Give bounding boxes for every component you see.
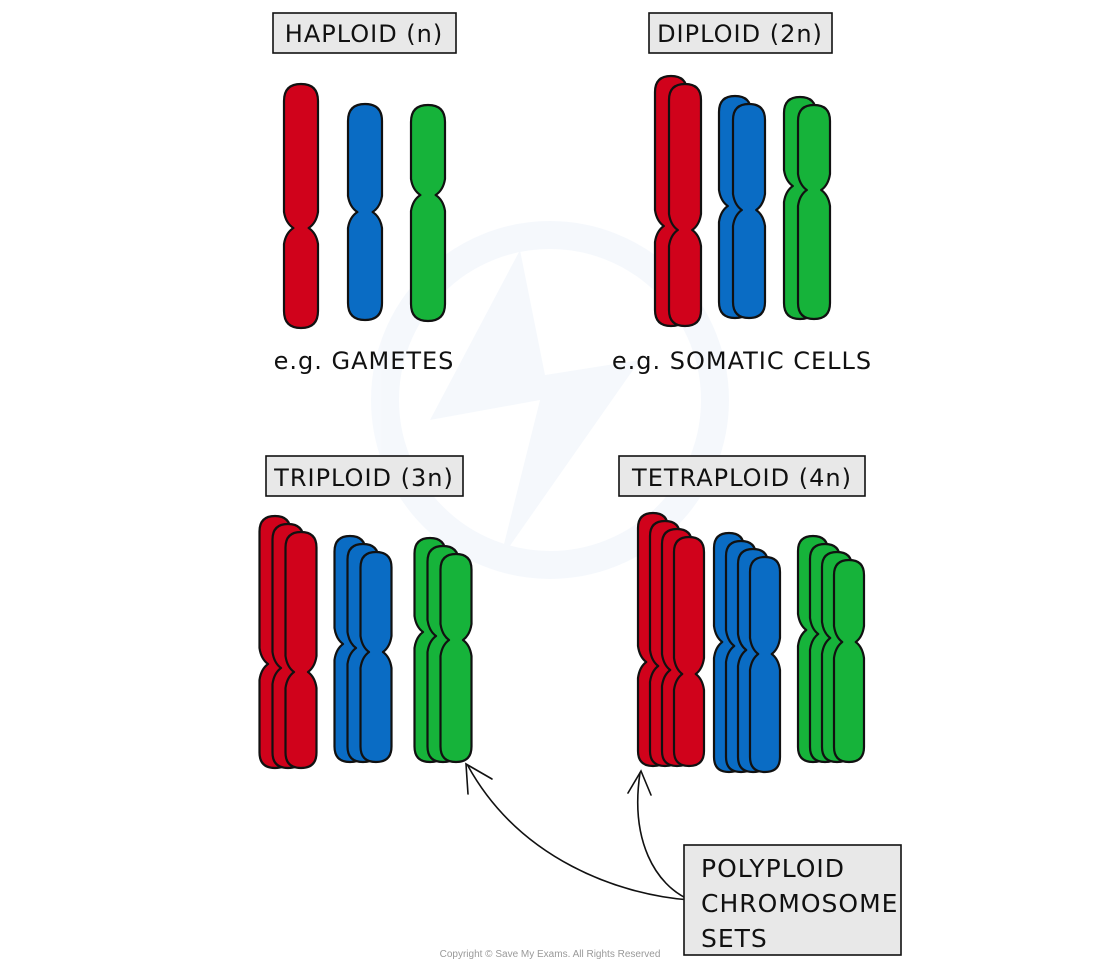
polyploid-label-box	[683, 844, 902, 956]
diploid-example: e.g. SOMATIC CELLS	[612, 347, 872, 375]
diploid-chromosome-blue-2	[731, 102, 767, 320]
diploid-title: DIPLOID (2n)	[657, 20, 823, 48]
haploid-example: e.g. GAMETES	[274, 347, 455, 375]
haploid-chromosome-blue-1	[346, 102, 384, 322]
tetraploid-chromosome-blue-4	[748, 555, 782, 774]
tetraploid-chromosome-green-4	[832, 558, 866, 764]
arrowhead-tetraploid	[627, 769, 652, 796]
haploid-title: HAPLOID (n)	[285, 20, 443, 48]
haploid-chromosome-set	[282, 82, 447, 330]
pointer-arrows	[465, 762, 694, 904]
haploid-chromosome-green-1	[409, 103, 447, 323]
copyright-text: Copyright © Save My Exams. All Rights Re…	[440, 949, 661, 960]
polyploid-label: POLYPLOID CHROMOSOME SETS	[683, 844, 902, 956]
diploid-panel: DIPLOID (2n) e.g. SOMATIC CELLS	[612, 12, 872, 375]
triploid-chromosome-red-3	[284, 530, 318, 770]
triploid-title-box	[265, 455, 464, 497]
triploid-chromosome-blue-3	[359, 550, 393, 764]
tetraploid-chromosome-red-4	[672, 535, 706, 768]
polyploid-line-3: SETS	[701, 924, 768, 953]
triploid-chromosome-set	[258, 514, 473, 770]
polyploid-line-1: POLYPLOID	[701, 854, 845, 883]
diploid-chromosome-set	[653, 74, 832, 328]
tetraploid-panel: TETRAPLOID (4n)	[618, 455, 866, 774]
haploid-panel: HAPLOID (n) e.g. GAMETES	[272, 12, 457, 375]
triploid-title: TRIPLOID (3n)	[273, 464, 454, 492]
diploid-title-box	[648, 12, 833, 54]
tetraploid-chromosome-set	[636, 511, 866, 774]
haploid-chromosome-red-1	[282, 82, 320, 330]
diploid-chromosome-red-2	[667, 82, 703, 328]
arrow-to-tetraploid	[636, 772, 691, 901]
haploid-title-box	[272, 12, 457, 54]
arrowhead-triploid	[465, 762, 493, 795]
tetraploid-title: TETRAPLOID (4n)	[631, 464, 852, 492]
tetraploid-title-box	[618, 455, 866, 497]
watermark-logo	[371, 221, 729, 579]
arrow-to-triploid	[467, 765, 691, 901]
diploid-chromosome-green-2	[796, 103, 832, 321]
triploid-chromosome-green-3	[439, 552, 473, 764]
polyploid-line-2: CHROMOSOME	[701, 889, 898, 918]
triploid-panel: TRIPLOID (3n)	[258, 455, 473, 770]
